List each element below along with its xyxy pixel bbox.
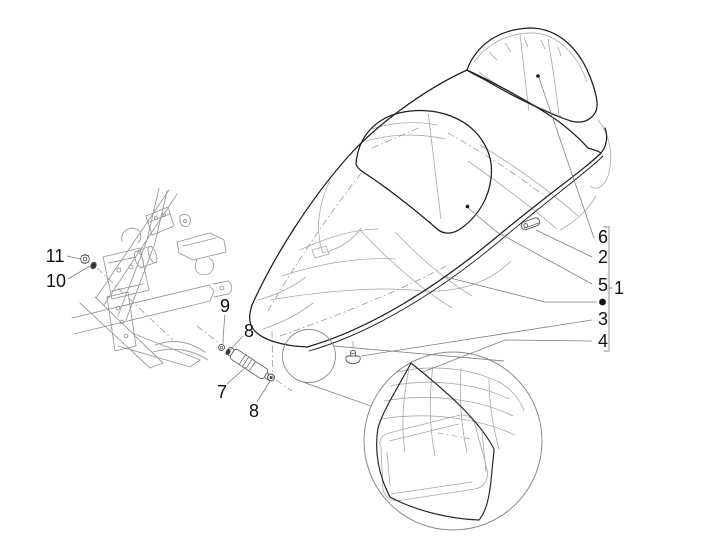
damper-assembly: [218, 344, 275, 382]
callout-5-dot: [465, 204, 470, 209]
bumper-part-3: [345, 350, 361, 364]
frame-sketch: [71, 187, 233, 369]
callout-10: 10: [45, 271, 67, 291]
front-hump: [355, 109, 493, 234]
leader-11: [66, 255, 82, 260]
callout-7: 7: [216, 382, 228, 402]
leader-7: [226, 366, 247, 385]
leader-8-lower: [256, 380, 271, 403]
callout-8-upper: 8: [243, 321, 255, 341]
seat-underside-sketch: [379, 365, 525, 501]
callout-2: 2: [597, 247, 609, 267]
detail-view: [282, 329, 543, 531]
callout-1: 1: [613, 278, 625, 298]
callout-4: 4: [597, 331, 609, 351]
washer-part-10: [90, 261, 97, 270]
leader-6: [538, 77, 595, 239]
saddle-centerlines: [96, 126, 547, 392]
detail-circle: [363, 351, 543, 531]
leader-4: [422, 339, 593, 373]
leader-2: [535, 229, 593, 258]
leader-1-bullet: [445, 276, 597, 303]
leader-9: [222, 314, 226, 345]
leader-8-upper: [229, 335, 244, 351]
leader-10: [67, 265, 91, 280]
leader-5: [467, 207, 593, 285]
callout-6: 6: [597, 227, 609, 247]
leader-3: [360, 319, 593, 357]
callout-9: 9: [219, 296, 231, 316]
fastener-parts: [80, 254, 97, 270]
callout-11: 11: [45, 246, 65, 266]
saddle-outline: [249, 27, 608, 352]
underside-cover-part-4: [376, 362, 495, 521]
washer-part-8-upper: [225, 349, 231, 355]
callout-8-lower: 8: [248, 401, 260, 421]
detail-funnel-lines: [296, 345, 505, 407]
backrest-pad: [466, 27, 598, 123]
callout-bracket: [603, 226, 613, 352]
nut-part-9: [218, 344, 225, 351]
callout-bullet: [599, 298, 606, 306]
latch-part-2: [520, 217, 541, 231]
detail-source-circle: [282, 329, 336, 383]
callout-6-dot: [536, 74, 540, 78]
leader-lines: [66, 77, 597, 403]
callout-3: 3: [597, 309, 609, 329]
callout-5: 5: [597, 275, 609, 295]
